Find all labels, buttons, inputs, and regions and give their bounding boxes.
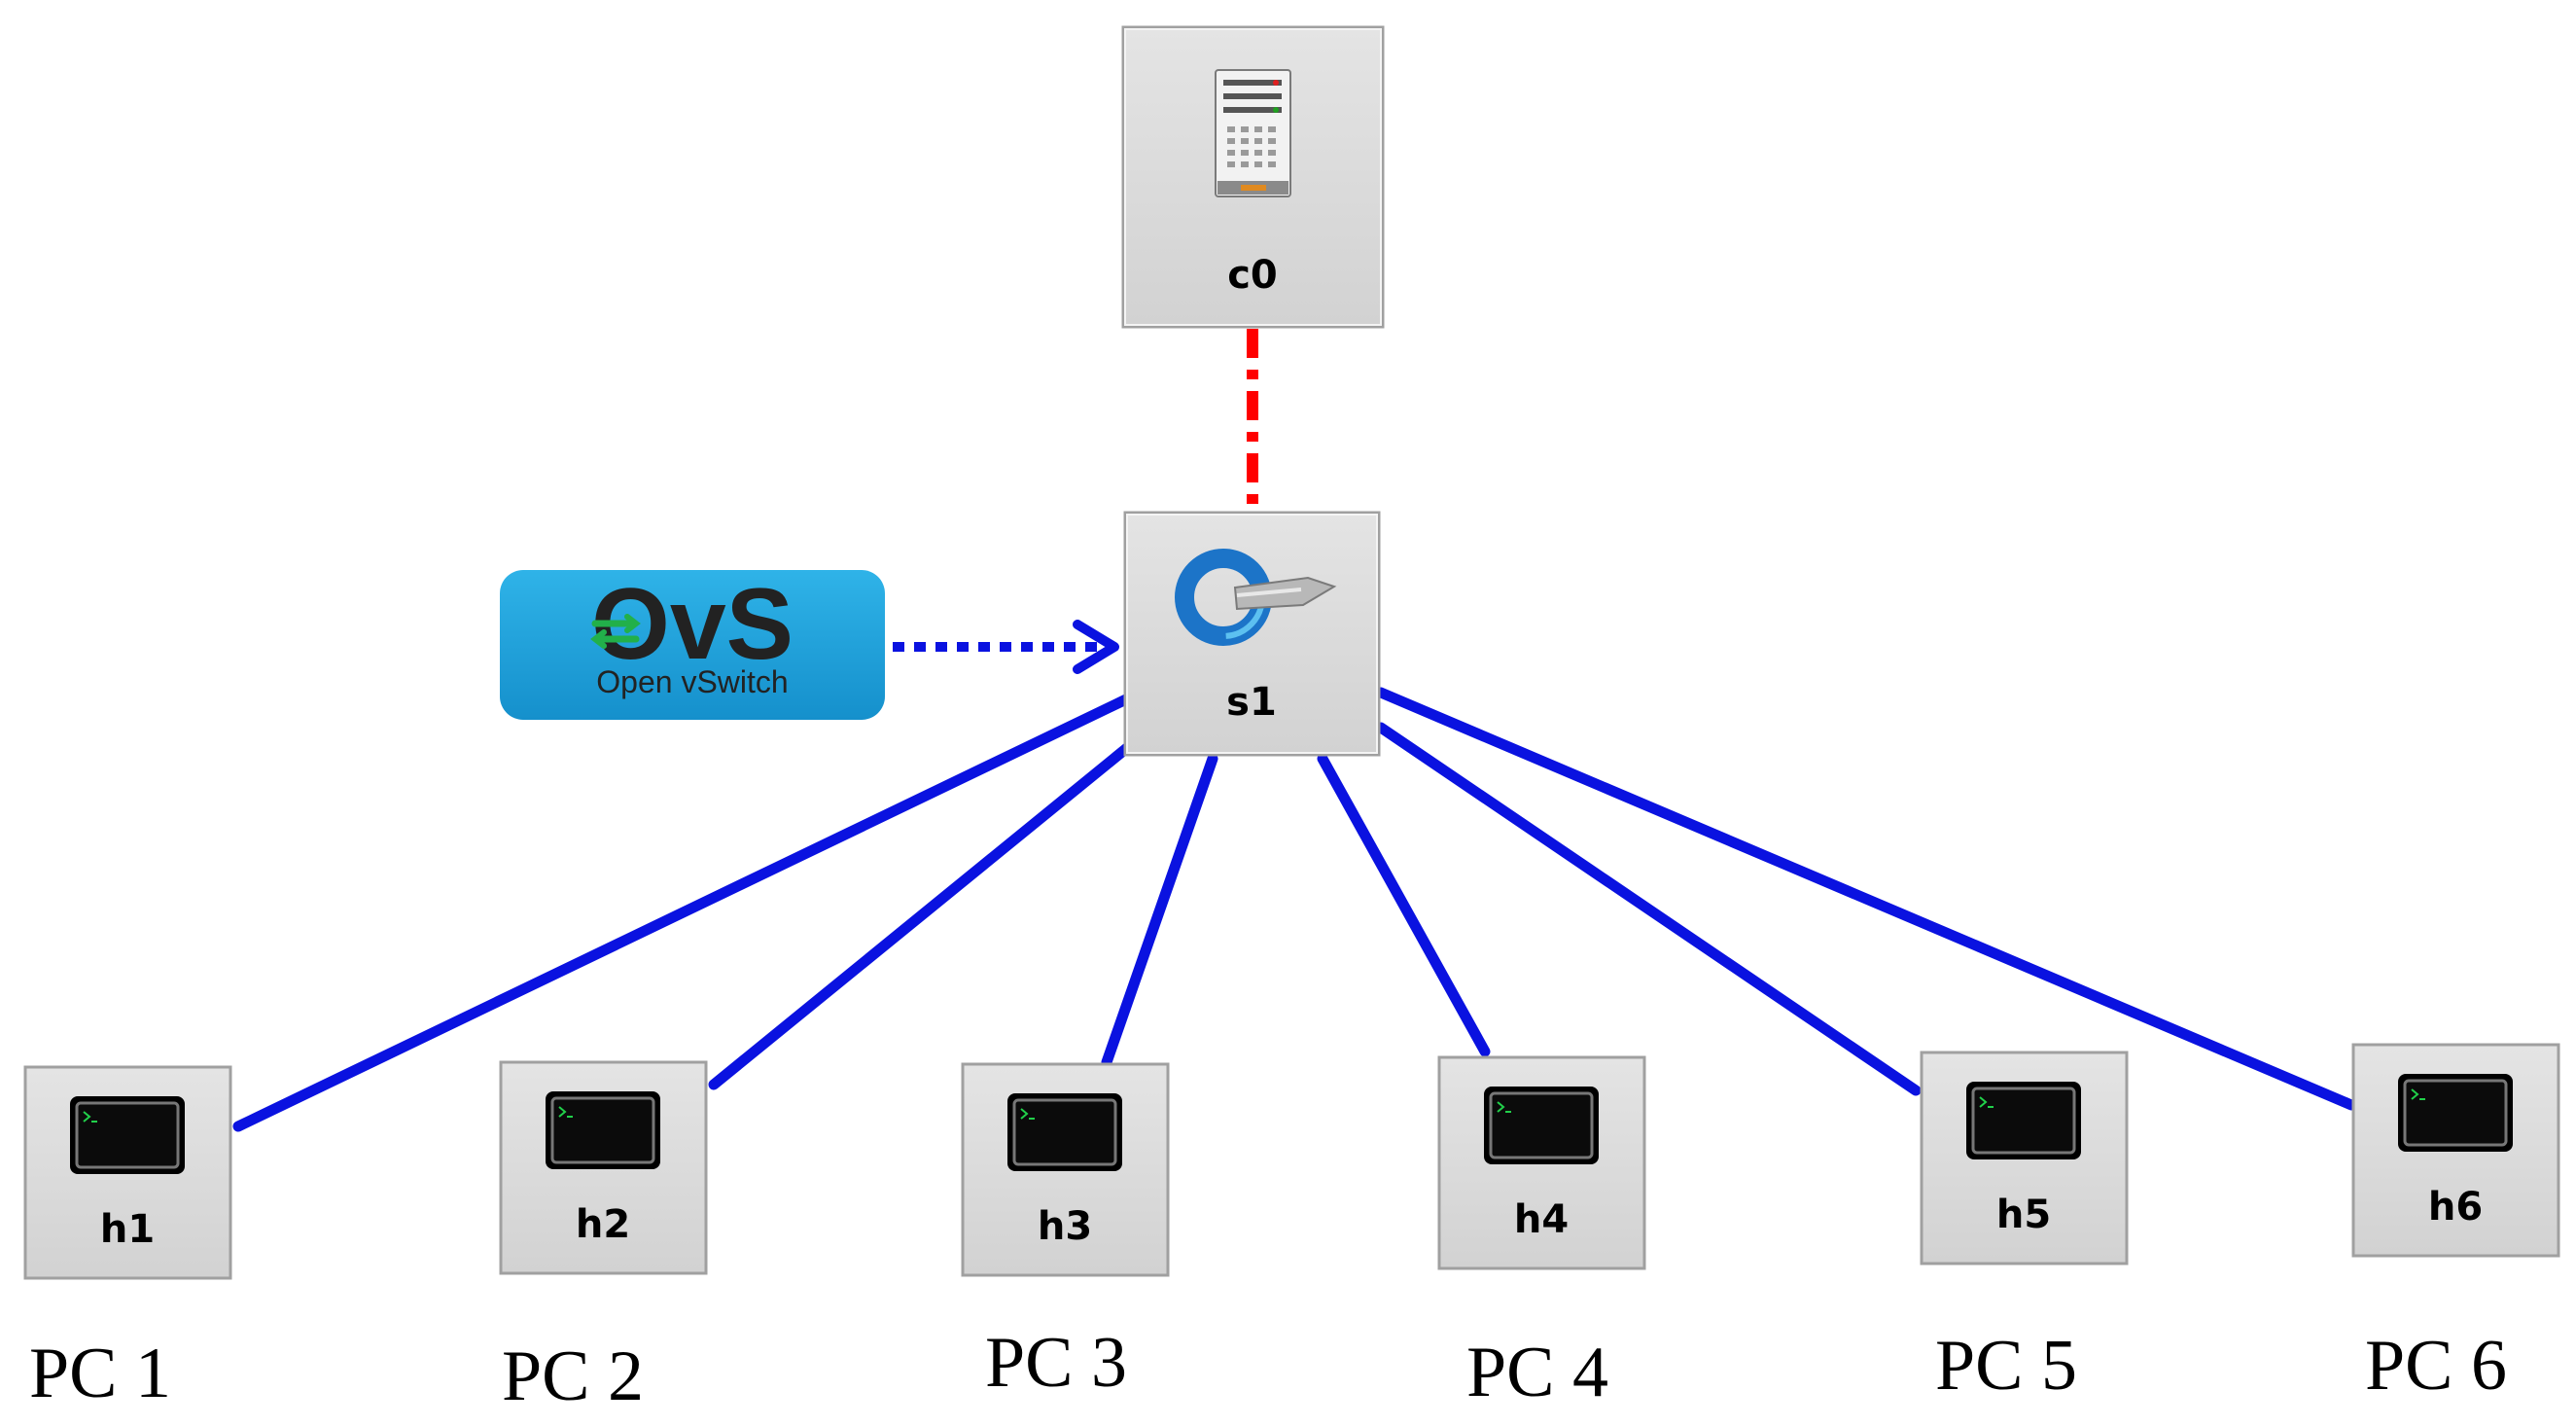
pc-caption-4: PC 4 (1466, 1333, 1608, 1412)
switch-icon (1175, 549, 1337, 646)
terminal-icon (2398, 1074, 2513, 1152)
link-s1-h3 (1101, 753, 1218, 1068)
server-icon (1215, 69, 1291, 197)
link-s1-h5 (1375, 722, 1922, 1096)
pc-caption-2: PC 2 (502, 1337, 644, 1416)
pc-caption-6: PC 6 (2365, 1326, 2507, 1406)
ovs-logo: OvS Open vSwitch (500, 568, 885, 720)
host-label: h1 (100, 1207, 155, 1252)
controller-label: c0 (1227, 253, 1278, 298)
ovs-logo-caption: Open vSwitch (596, 664, 788, 699)
terminal-icon (70, 1096, 185, 1174)
link-s1-h1 (232, 693, 1134, 1132)
terminal-icon (1007, 1093, 1122, 1171)
pc-caption-5: PC 5 (1935, 1326, 2077, 1406)
switch-node-s1[interactable]: s1 (1123, 511, 1381, 757)
host-label: h4 (1514, 1197, 1569, 1242)
host-node-h5[interactable]: h5 (1920, 1051, 2129, 1266)
link-s1-h4 (1317, 753, 1491, 1057)
pc-caption-1: PC 1 (29, 1334, 171, 1413)
host-links (232, 687, 2357, 1132)
pc-caption-3: PC 3 (985, 1323, 1127, 1403)
link-s1-h2 (708, 741, 1134, 1090)
ovs-to-switch-arrow (893, 620, 1119, 674)
switch-label: s1 (1226, 680, 1277, 725)
terminal-icon (546, 1091, 660, 1169)
controller-node-c0[interactable]: c0 (1121, 25, 1385, 329)
terminal-icon (1966, 1082, 2081, 1159)
ovs-arrows-icon (590, 614, 641, 649)
terminal-icon (1484, 1087, 1599, 1164)
host-label: h6 (2428, 1185, 2483, 1230)
link-s1-h6 (1375, 687, 2357, 1111)
host-label: h2 (576, 1202, 630, 1247)
pc-captions: PC 1 PC 2 PC 3 PC 4 PC 5 PC 6 (29, 1323, 2507, 1416)
host-label: h3 (1038, 1204, 1092, 1249)
host-node-h2[interactable]: h2 (499, 1060, 708, 1275)
host-node-h6[interactable]: h6 (2351, 1043, 2560, 1258)
host-node-h4[interactable]: h4 (1437, 1055, 1646, 1270)
host-node-h1[interactable]: h1 (23, 1065, 232, 1280)
host-label: h5 (1996, 1193, 2051, 1237)
host-node-h3[interactable]: h3 (961, 1062, 1170, 1277)
